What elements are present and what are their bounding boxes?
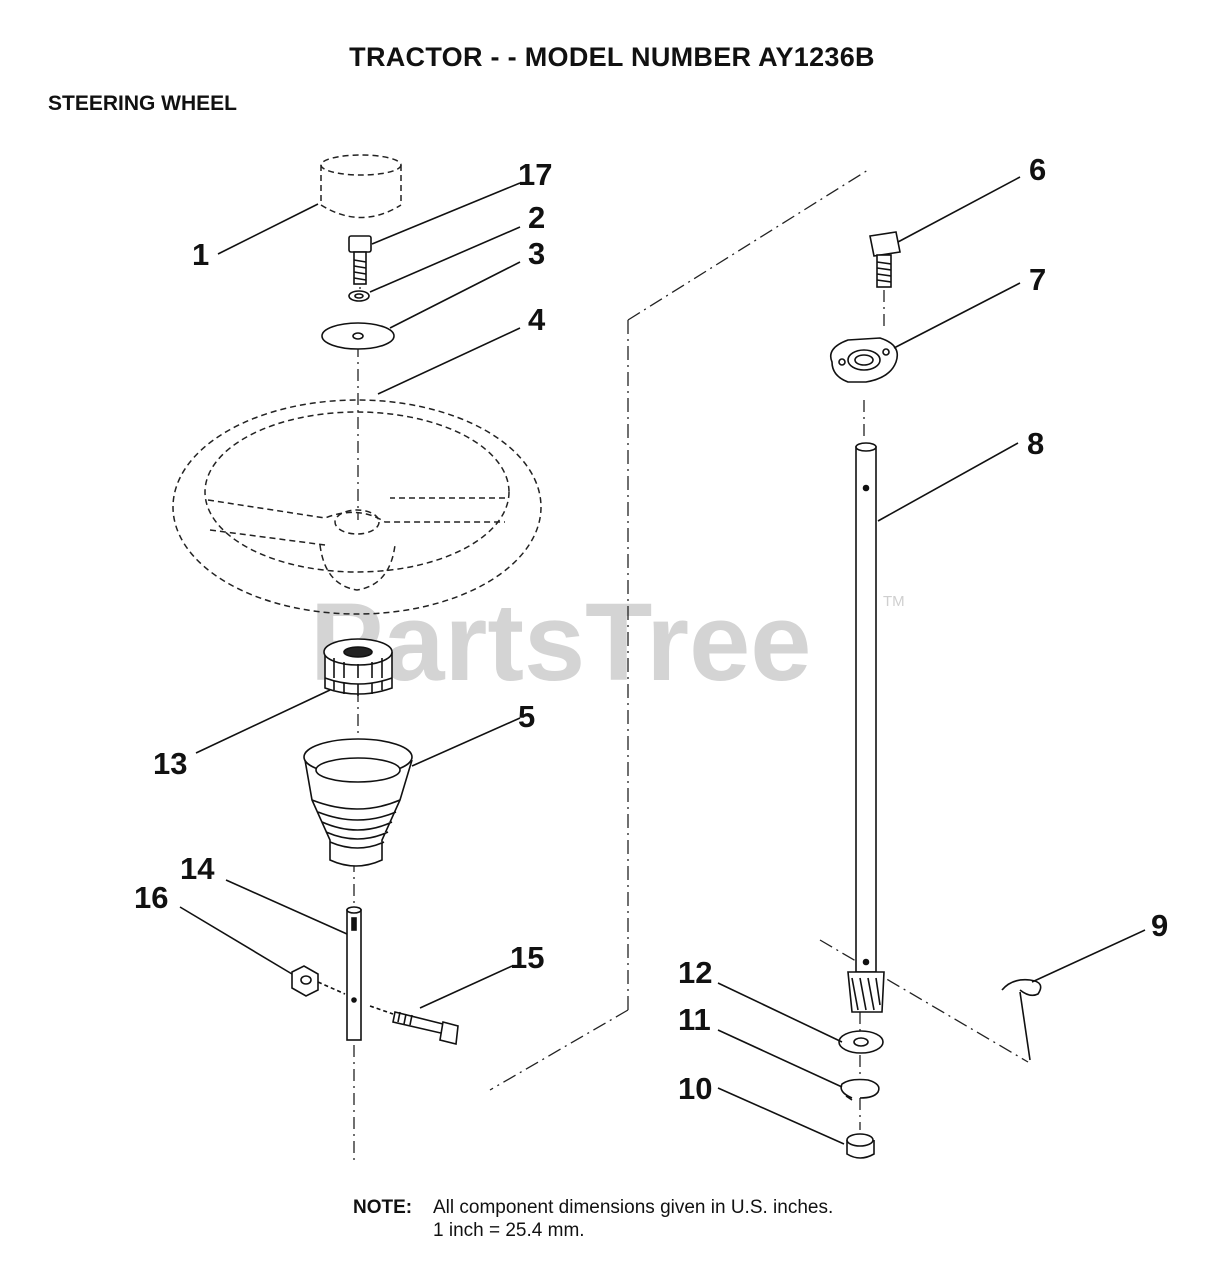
- steering-wheel: [172, 399, 542, 615]
- callout-16: 16: [134, 880, 168, 915]
- part-16-nut: [291, 965, 346, 997]
- callout-9: 9: [1151, 908, 1168, 943]
- right-centerline: [859, 290, 885, 1130]
- frame-panel: [489, 169, 1029, 1091]
- callout-4: 4: [528, 302, 546, 337]
- part-12-washer: [838, 1030, 884, 1054]
- part-11-ring: [840, 1078, 880, 1101]
- callout-8: 8: [1027, 426, 1044, 461]
- callout-17: 17: [518, 157, 552, 192]
- leader-lines: [179, 176, 1146, 1145]
- part-7-flange: [829, 337, 899, 383]
- callout-11: 11: [678, 1002, 711, 1037]
- dimension-note: NOTE: All component dimensions given in U…: [353, 1196, 833, 1242]
- note-line-1: All component dimensions given in U.S. i…: [433, 1197, 834, 1218]
- part-15-bolt: [369, 1005, 459, 1045]
- part-13-hub: [323, 638, 393, 696]
- note-line-2: 1 inch = 25.4 mm.: [433, 1220, 585, 1241]
- part-14-shaft: [346, 906, 362, 1041]
- callout-3: 3: [528, 236, 545, 271]
- part-17-bolt: [348, 235, 372, 285]
- watermark: PartsTree: [310, 581, 811, 704]
- callout-12: 12: [678, 955, 712, 990]
- callout-13: 13: [153, 746, 187, 781]
- part-9-clip: [1001, 978, 1042, 1061]
- callout-2: 2: [528, 200, 545, 235]
- callout-5: 5: [518, 699, 535, 734]
- callout-15: 15: [510, 940, 544, 975]
- watermark-tm: TM: [883, 593, 905, 610]
- note-label: NOTE:: [353, 1197, 413, 1218]
- callout-6: 6: [1029, 152, 1046, 187]
- part-6-bolt: [869, 231, 901, 288]
- part-3-lockwasher: [348, 290, 370, 302]
- callout-14: 14: [180, 851, 215, 886]
- part-5-boot: [303, 738, 413, 867]
- section-title: STEERING WHEEL: [48, 92, 238, 115]
- part-4-washer: [321, 322, 395, 350]
- diagram-title: TRACTOR - - MODEL NUMBER AY1236B: [349, 42, 875, 72]
- callout-1: 1: [192, 237, 209, 272]
- part-8-shaft: [847, 442, 885, 1013]
- callout-7: 7: [1029, 262, 1046, 297]
- part-1-cap: [320, 154, 402, 219]
- callout-10: 10: [678, 1071, 712, 1106]
- part-10-bushing: [846, 1133, 875, 1159]
